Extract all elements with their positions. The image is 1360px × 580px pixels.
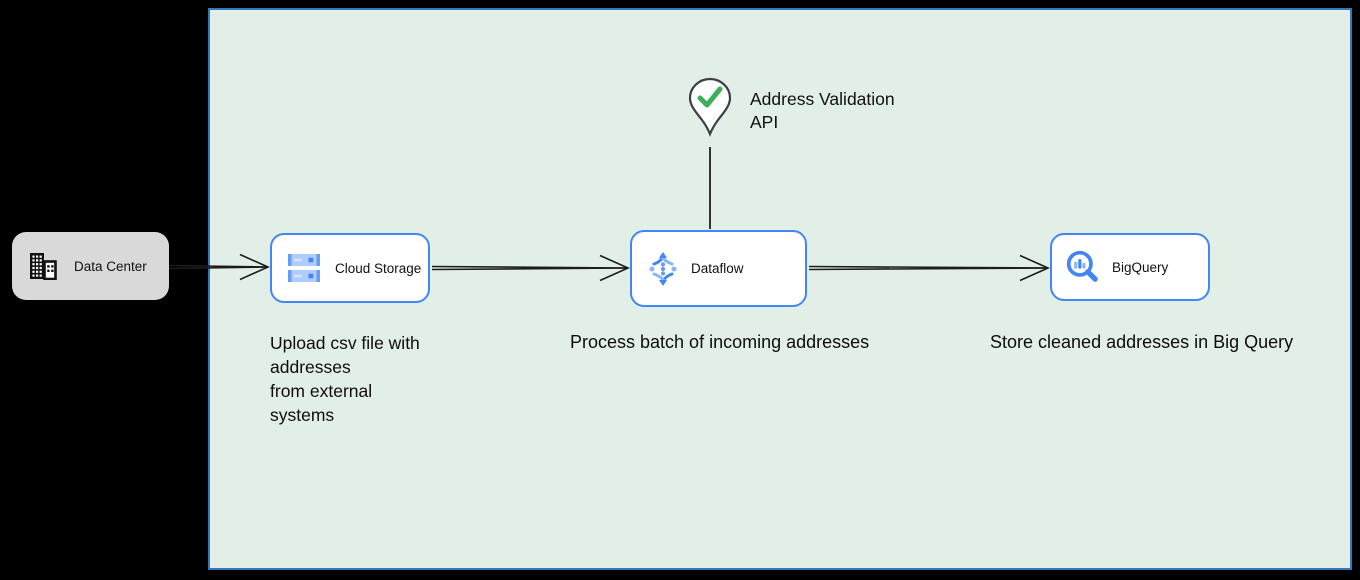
- caption-upload-line-3: from external: [270, 381, 373, 401]
- address-validation-pin: [686, 76, 734, 138]
- node-label: Data Center: [74, 258, 147, 274]
- caption-upload-line-4: systems: [270, 405, 335, 425]
- node-bigquery[interactable]: BigQuery: [1050, 233, 1210, 301]
- node-label: Dataflow: [691, 261, 744, 276]
- caption-upload-line-2: addresses: [270, 357, 351, 377]
- caption-store: Store cleaned addresses in Big Query: [990, 332, 1294, 352]
- building-icon: [29, 252, 57, 280]
- annotation-line-2: API: [750, 112, 779, 132]
- dataflow-icon: [648, 251, 678, 287]
- node-label: Cloud Storage: [335, 260, 422, 276]
- pin-check-icon: [686, 76, 734, 138]
- caption-process: Process batch of incoming addresses: [570, 332, 870, 352]
- node-data-center[interactable]: Data Center: [12, 232, 169, 300]
- node-dataflow[interactable]: Dataflow: [630, 230, 807, 307]
- caption-upload-line-1: Upload csv file with: [270, 333, 420, 353]
- caption-upload: Upload csv file with addresses from exte…: [270, 331, 420, 427]
- bigquery-icon: [1065, 249, 1101, 285]
- annotation-label: Address Validation API: [750, 88, 895, 134]
- cloud-storage-icon: [287, 253, 321, 283]
- annotation-line-1: Address Validation: [750, 89, 895, 109]
- node-cloud-storage[interactable]: Cloud Storage: [270, 233, 430, 303]
- node-label: BigQuery: [1112, 259, 1169, 275]
